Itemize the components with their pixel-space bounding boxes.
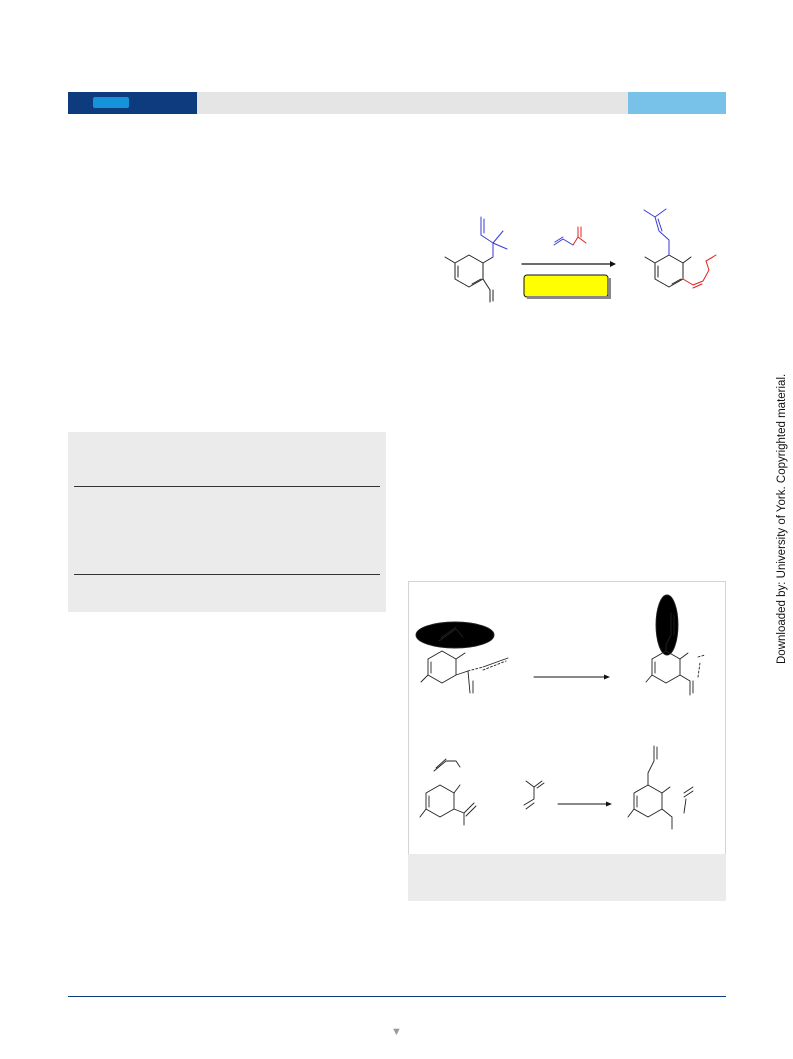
table-box: [68, 432, 386, 612]
figure-caption-band: [408, 854, 726, 901]
table-rule-top: [74, 486, 380, 487]
product-blue-fragment: [643, 208, 670, 256]
header-band-dark: [68, 92, 197, 114]
reagent-structure: [553, 226, 587, 246]
reactant-blue-fragment: [480, 216, 508, 258]
figure-arrow-2: [557, 801, 612, 807]
figure-reactant-1: [415, 621, 509, 694]
download-watermark: Downloaded by: University of York. Copyr…: [776, 373, 788, 664]
reaction-arrow: [521, 261, 616, 267]
page-down-icon[interactable]: ▼: [391, 1026, 402, 1038]
figure-arrow-1: [533, 674, 610, 680]
footer-rule: [68, 996, 726, 997]
header-band-light: [628, 92, 726, 114]
header-band-grey: [197, 92, 628, 114]
section-tag: [93, 97, 129, 108]
conditions-highlight: [523, 274, 609, 298]
product-red-fragment: [682, 254, 717, 289]
figure-product-2: [627, 745, 694, 830]
figure-reagent-2: [523, 780, 545, 810]
reactant-structure: [444, 254, 494, 303]
table-rule-bottom: [74, 574, 380, 575]
figure-product-1: [645, 594, 706, 696]
figure-reactant-2: [419, 758, 477, 826]
product-structure: [644, 254, 692, 288]
reaction-scheme-top: [444, 208, 717, 303]
figure-structures: [415, 594, 706, 830]
